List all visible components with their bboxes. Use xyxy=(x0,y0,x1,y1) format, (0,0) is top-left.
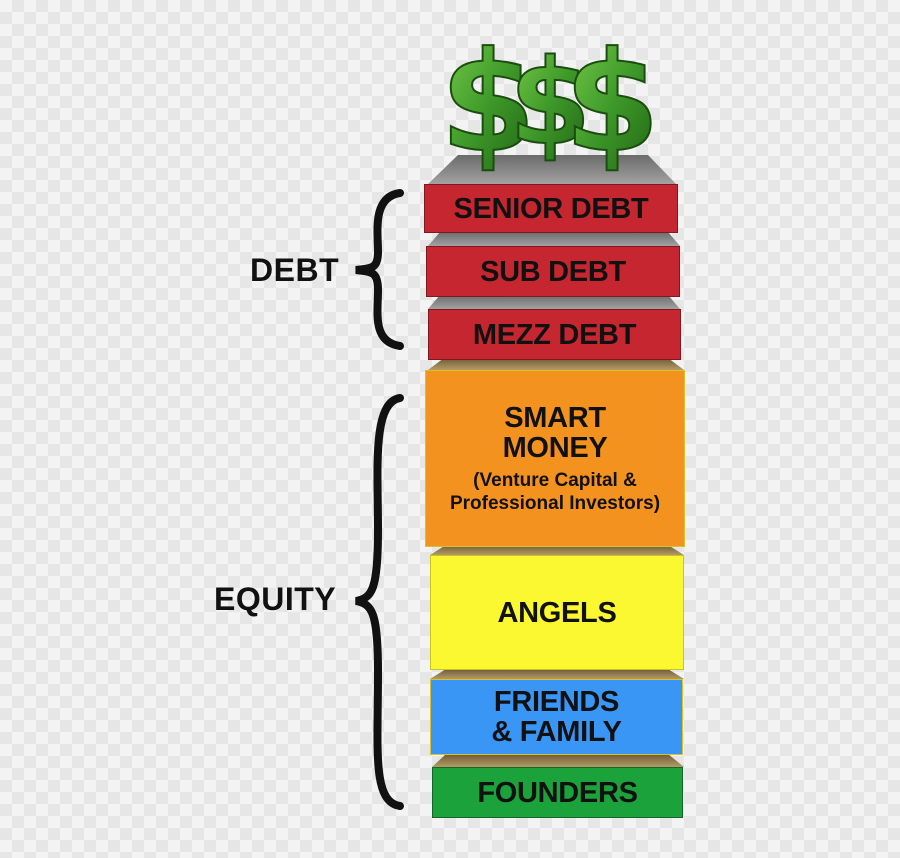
layer-label: FOUNDERS xyxy=(477,776,638,809)
svg-text:$: $ xyxy=(564,22,660,183)
layer-label: SUB DEBT xyxy=(480,255,626,288)
layer-label: SENIOR DEBT xyxy=(453,192,649,225)
layer-top-mezz-debt xyxy=(428,295,680,309)
layer-top-sub-debt xyxy=(428,232,680,246)
layer-label-line-1: FRIENDS xyxy=(493,686,620,718)
dollar-signs-icon: $ $ $ xyxy=(439,21,661,184)
layer-label-line-2: & FAMILY xyxy=(491,716,622,748)
group-label-equity: EQUITY xyxy=(214,581,337,617)
layer-angels: ANGELS xyxy=(430,555,684,670)
layer-top-friends-family xyxy=(430,669,684,679)
debt-brace-icon xyxy=(355,189,404,350)
group-label-debt: DEBT xyxy=(250,252,340,288)
layer-founders: FOUNDERS xyxy=(432,767,683,818)
layer-sublabel-line-1: (Venture Capital & xyxy=(473,469,637,491)
equity-brace-icon xyxy=(355,394,404,810)
layer-top-angels xyxy=(430,545,684,555)
layer-top-smart-money xyxy=(428,358,684,370)
layer-top-founders xyxy=(432,754,684,767)
top-tray xyxy=(428,155,676,184)
layer-label: ANGELS xyxy=(497,596,617,629)
layer-mezz-debt: MEZZ DEBT xyxy=(428,309,681,360)
layer-label-line-2: MONEY xyxy=(502,431,608,464)
layer-label: MEZZ DEBT xyxy=(472,318,637,351)
layer-sublabel-line-2: Professional Investors) xyxy=(449,492,661,514)
svg-text:$: $ xyxy=(509,33,591,171)
layer-sub-debt: SUB DEBT xyxy=(426,246,680,297)
svg-text:$: $ xyxy=(440,22,536,183)
layer-senior-debt: SENIOR DEBT xyxy=(424,184,678,233)
layer-smart-money: SMART MONEY (Venture Capital & Professio… xyxy=(425,370,685,547)
layer-label-line-1: SMART xyxy=(504,401,606,434)
layer-friends-family: FRIENDS & FAMILY xyxy=(430,679,683,755)
